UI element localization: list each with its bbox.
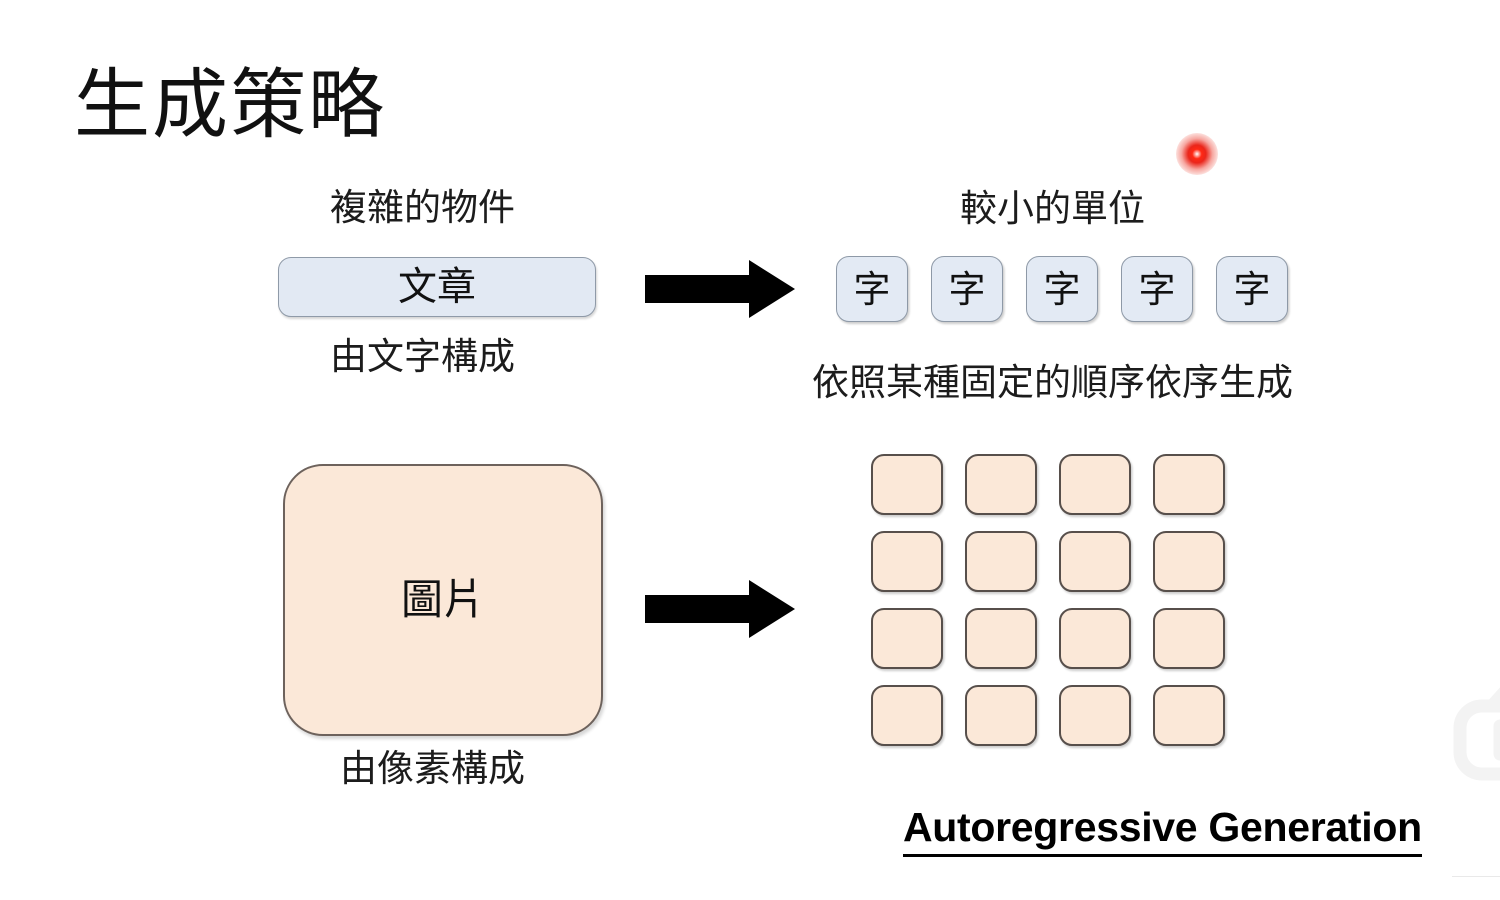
token-label: 字 (853, 268, 891, 310)
pixel-cell (1153, 454, 1225, 515)
token-label: 字 (1233, 268, 1271, 310)
pixel-cell (1059, 531, 1131, 592)
pixel-cell (1059, 608, 1131, 669)
right-block-arrow-icon (645, 578, 795, 640)
sequential-order-caption: 依照某種固定的順序依序生成 (812, 362, 1293, 403)
token-box: 字 (1121, 256, 1193, 322)
pixel-cell (871, 608, 943, 669)
right-block-arrow-icon (645, 258, 795, 320)
token-row: 字 字 字 字 字 (836, 256, 1288, 322)
image-box: 圖片 (283, 464, 603, 736)
laser-pointer-dot-icon (1176, 133, 1218, 175)
pixel-cell (871, 531, 943, 592)
token-label: 字 (1138, 268, 1176, 310)
pixel-cell (965, 454, 1037, 515)
article-box: 文章 (278, 257, 596, 317)
token-box: 字 (1026, 256, 1098, 322)
made-of-pixels-caption: 由像素構成 (340, 748, 525, 789)
pixel-cell (871, 685, 943, 746)
pixel-cell (1153, 608, 1225, 669)
autoregressive-generation-label: Autoregressive Generation (903, 807, 1422, 857)
token-box: 字 (836, 256, 908, 322)
pixel-cell (1059, 454, 1131, 515)
pixel-cell (871, 454, 943, 515)
pixel-cell (965, 685, 1037, 746)
token-box: 字 (931, 256, 1003, 322)
pixel-cell (965, 608, 1037, 669)
made-of-text-caption: 由文字構成 (330, 336, 515, 377)
token-label: 字 (948, 268, 986, 310)
pixel-cell (1153, 531, 1225, 592)
smaller-unit-caption: 較小的單位 (960, 188, 1145, 229)
pixel-cell (1059, 685, 1131, 746)
pixel-grid (871, 454, 1225, 746)
rounded-square-watermark-icon (1452, 676, 1500, 784)
image-box-label: 圖片 (400, 576, 485, 623)
page-title: 生成策略 (74, 63, 386, 148)
token-label: 字 (1043, 268, 1081, 310)
pixel-cell (965, 531, 1037, 592)
pixel-cell (1153, 685, 1225, 746)
bottom-hairline (1452, 876, 1500, 877)
token-box: 字 (1216, 256, 1288, 322)
complex-object-caption: 複雜的物件 (330, 187, 515, 228)
article-box-label: 文章 (397, 265, 476, 309)
